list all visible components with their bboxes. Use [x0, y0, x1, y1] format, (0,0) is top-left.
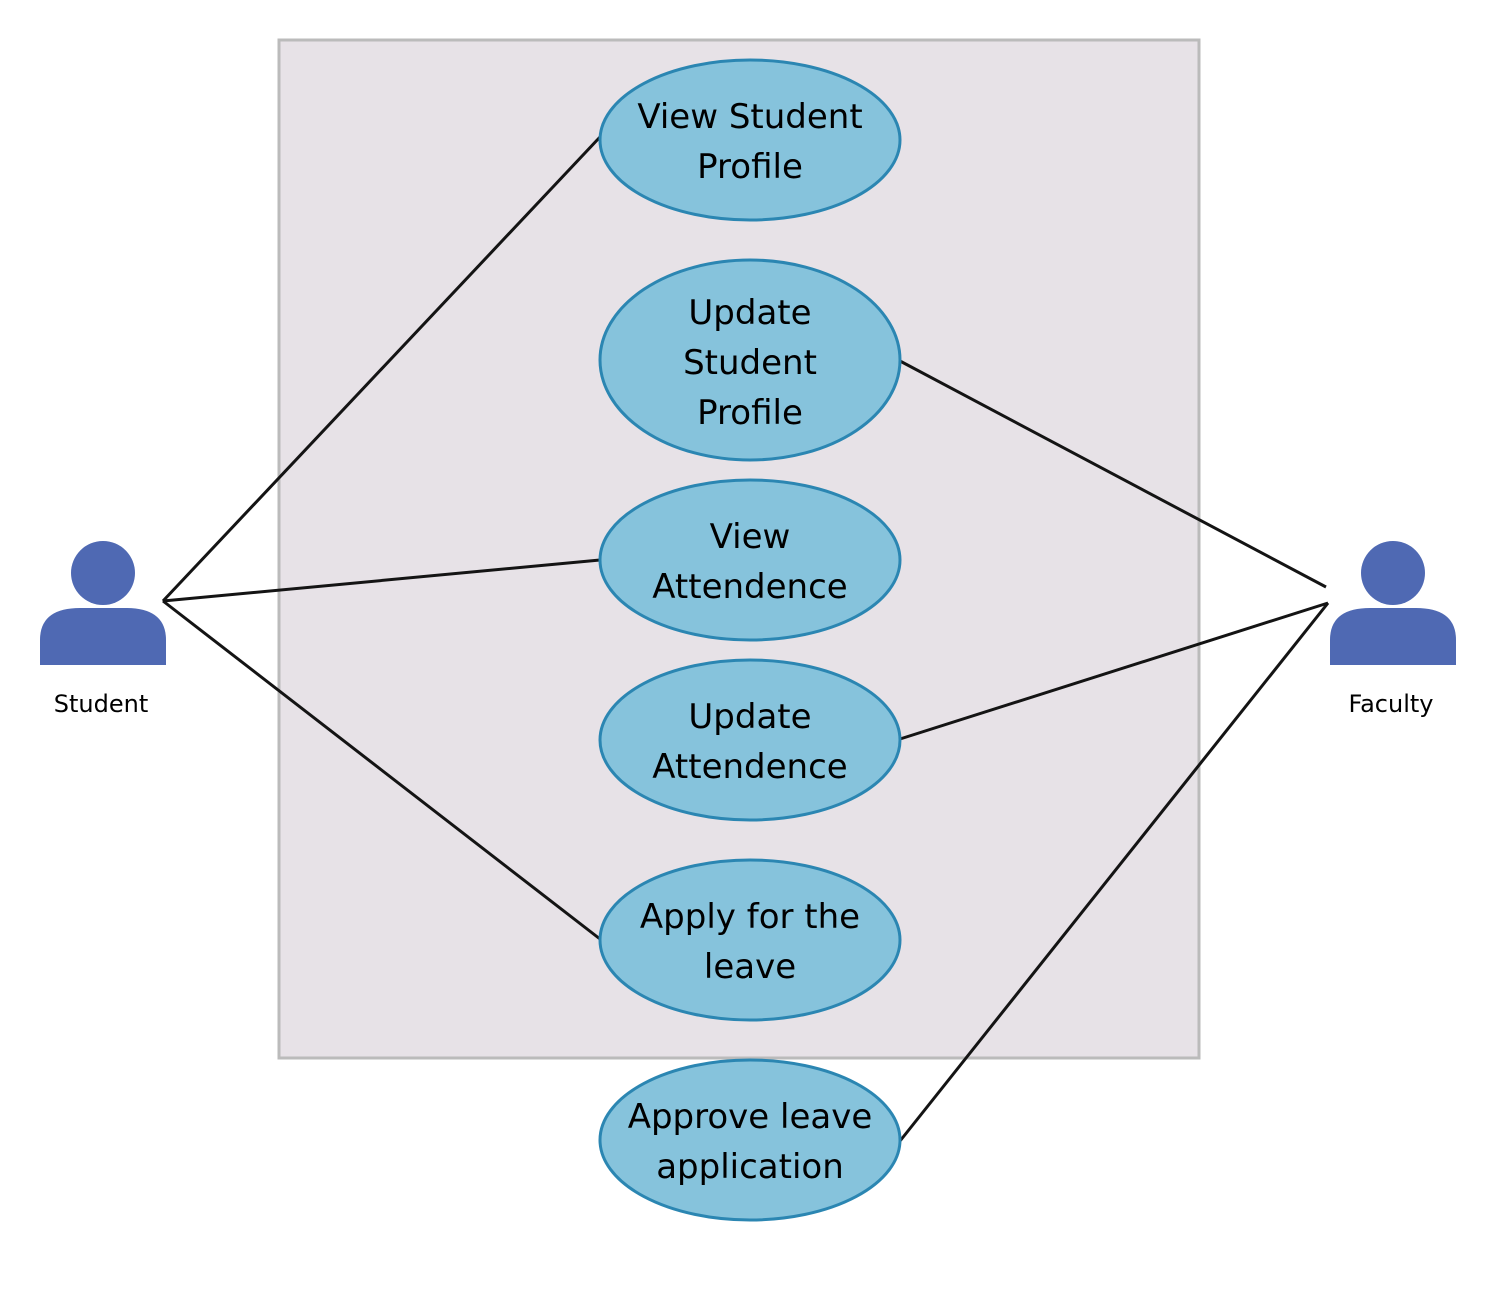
use-case-update-attendence[interactable]: Update Attendence — [598, 658, 902, 822]
association-line — [162, 599, 601, 941]
user-icon — [40, 541, 166, 665]
use-case-label: leave — [704, 947, 796, 987]
use-case-update-student-profile[interactable]: Update Student Profile — [598, 258, 902, 462]
actor-label: Student — [54, 690, 148, 718]
use-case-label: Attendence — [652, 567, 847, 607]
use-case-label: Student — [683, 343, 817, 383]
use-case-label: View Student — [637, 97, 862, 137]
use-case-label: Profile — [697, 147, 803, 187]
association-line — [162, 558, 601, 603]
use-case-label: View — [710, 517, 791, 557]
use-case-label: Update — [688, 293, 811, 333]
actor-faculty[interactable]: Faculty — [1330, 541, 1456, 718]
association-line — [899, 359, 1327, 589]
use-case-label: Apply for the — [640, 897, 860, 937]
association-line — [899, 601, 1329, 741]
association-line — [898, 602, 1330, 1142]
use-case-view-student-profile[interactable]: View Student Profile — [598, 58, 902, 222]
use-case-label: Approve leave — [628, 1097, 873, 1137]
use-case-label: application — [656, 1147, 844, 1187]
use-case-approve-leave-application[interactable]: Approve leave application — [598, 1058, 902, 1222]
use-case-label: Attendence — [652, 747, 847, 787]
associations — [161, 135, 1330, 1142]
use-case-view-attendence[interactable]: View Attendence — [598, 478, 902, 642]
use-case-label: Profile — [697, 393, 803, 433]
use-case-label: Update — [688, 697, 811, 737]
actor-student[interactable]: Student — [40, 541, 166, 718]
association-line — [161, 135, 602, 603]
use-case-apply-for-the-leave[interactable]: Apply for the leave — [598, 858, 902, 1022]
user-icon — [1330, 541, 1456, 665]
actor-label: Faculty — [1349, 690, 1434, 718]
